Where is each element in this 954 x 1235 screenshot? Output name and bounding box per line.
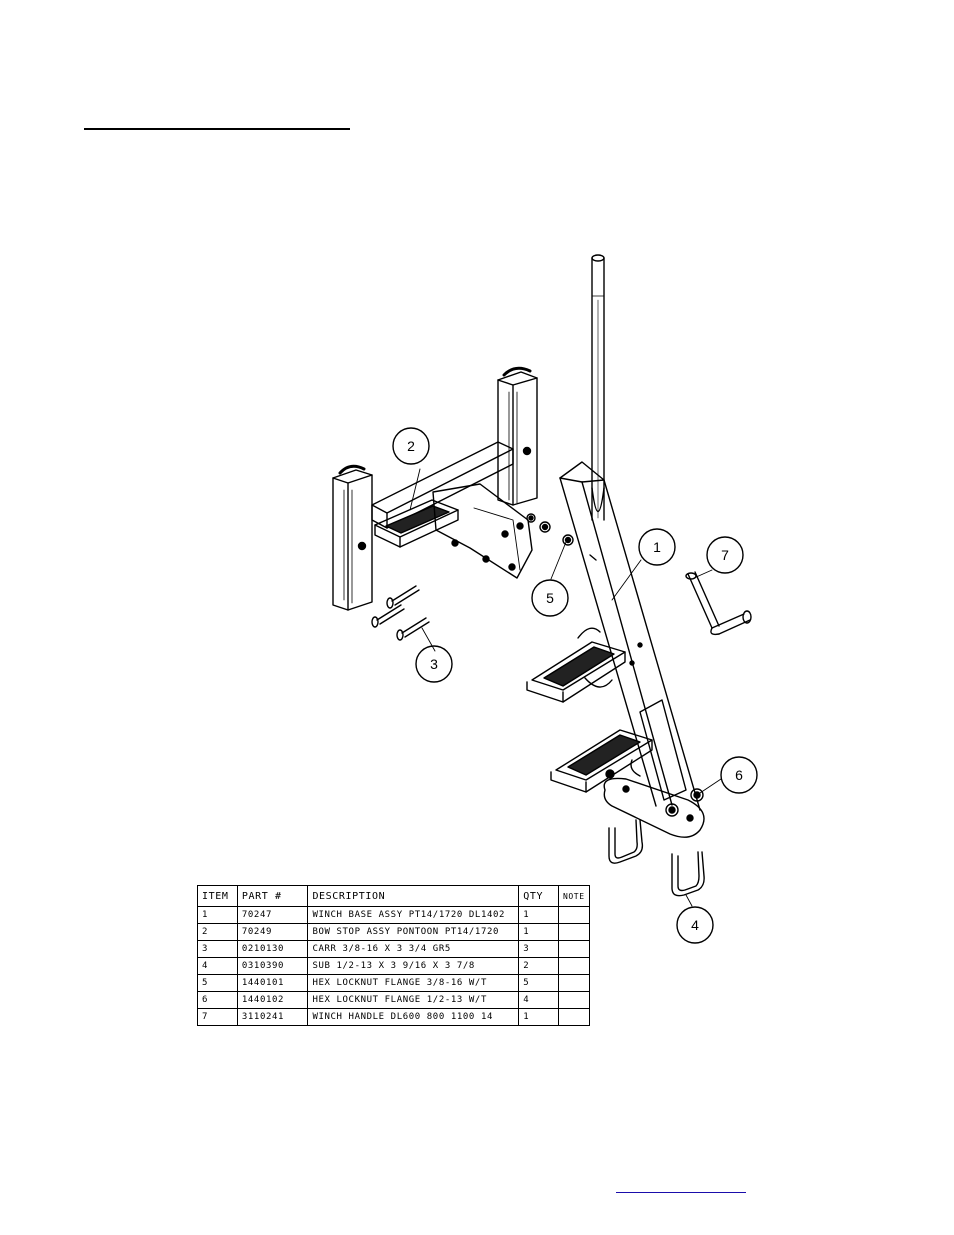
cell-qty: 5: [518, 974, 559, 992]
balloon-6: 6: [720, 756, 758, 794]
cell-description: BOW STOP ASSY PONTOON PT14/1720: [307, 923, 520, 941]
cell-note: [557, 940, 591, 958]
winch-handle: [685, 571, 752, 636]
table-row: 7 3110241 WINCH HANDLE DL600 800 1100 14…: [197, 1008, 591, 1026]
cell-description: HEX LOCKNUT FLANGE 1/2-13 W/T: [307, 991, 520, 1009]
cell-note: [557, 1008, 591, 1026]
balloon-3: 3: [415, 645, 453, 683]
balloon-7: 7: [706, 536, 744, 574]
cell-part: 0210130: [236, 940, 309, 958]
cell-part: 70249: [236, 923, 309, 941]
u-bolts: [608, 819, 705, 897]
cell-qty: 1: [518, 906, 559, 924]
cell-description: HEX LOCKNUT FLANGE 3/8-16 W/T: [307, 974, 520, 992]
cell-qty: 1: [518, 1008, 559, 1026]
svg-text:2: 2: [407, 438, 415, 454]
svg-text:1: 1: [653, 539, 661, 555]
bow-stop-assembly: [332, 366, 538, 611]
cell-part: 1440101: [236, 974, 309, 992]
svg-text:4: 4: [691, 917, 699, 933]
cell-qty: 1: [518, 923, 559, 941]
balloon-1: 1: [638, 528, 676, 566]
cell-description: SUB 1/2-13 X 3 9/16 X 3 7/8: [307, 957, 520, 975]
cell-item: 1: [197, 906, 238, 924]
parts-list-table: ITEM PART # DESCRIPTION QTY NOTE 1 70247…: [197, 885, 591, 1026]
balloon-2: 2: [392, 427, 430, 465]
cell-part: 0310390: [236, 957, 309, 975]
cell-part: 70247: [236, 906, 309, 924]
cell-description: WINCH HANDLE DL600 800 1100 14: [307, 1008, 520, 1026]
header-qty: QTY: [518, 885, 559, 907]
cell-item: 7: [197, 1008, 238, 1026]
hex-locknut-1-2: [690, 788, 704, 802]
cell-part: 3110241: [236, 1008, 309, 1026]
table-row: 3 0210130 CARR 3/8-16 X 3 3/4 GR5 3: [197, 940, 591, 958]
table-row: 4 0310390 SUB 1/2-13 X 3 9/16 X 3 7/8 2: [197, 957, 591, 975]
title-underline: [84, 128, 350, 130]
cell-note: [557, 923, 591, 941]
cell-item: 2: [197, 923, 238, 941]
cell-note: [557, 991, 591, 1009]
leader-lines: [409, 468, 722, 907]
cell-qty: 2: [518, 957, 559, 975]
svg-text:6: 6: [735, 767, 743, 783]
balloon-5: 5: [531, 579, 569, 617]
cell-item: 6: [197, 991, 238, 1009]
cell-item: 4: [197, 957, 238, 975]
header-description: DESCRIPTION: [307, 885, 520, 907]
cell-description: CARR 3/8-16 X 3 3/4 GR5: [307, 940, 520, 958]
balloon-4: 4: [676, 906, 714, 944]
header-part: PART #: [236, 885, 309, 907]
carriage-bolts: [371, 585, 430, 641]
svg-text:5: 5: [546, 590, 554, 606]
cell-note: [557, 974, 591, 992]
cell-item: 3: [197, 940, 238, 958]
cell-qty: 4: [518, 991, 559, 1009]
svg-text:3: 3: [430, 656, 438, 672]
cell-qty: 3: [518, 940, 559, 958]
header-note: NOTE: [557, 885, 591, 907]
table-row: 1 70247 WINCH BASE ASSY PT14/1720 DL1402…: [197, 906, 591, 924]
footer-link-underline[interactable]: [616, 1192, 746, 1193]
cell-part: 1440102: [236, 991, 309, 1009]
cell-description: WINCH BASE ASSY PT14/1720 DL1402: [307, 906, 520, 924]
svg-text:7: 7: [721, 547, 729, 563]
cell-note: [557, 957, 591, 975]
cell-note: [557, 906, 591, 924]
header-item: ITEM: [197, 885, 238, 907]
table-header-row: ITEM PART # DESCRIPTION QTY NOTE: [197, 885, 591, 907]
winch-base-assembly: [526, 254, 705, 838]
cell-item: 5: [197, 974, 238, 992]
table-row: 5 1440101 HEX LOCKNUT FLANGE 3/8-16 W/T …: [197, 974, 591, 992]
table-row: 2 70249 BOW STOP ASSY PONTOON PT14/1720 …: [197, 923, 591, 941]
hex-locknuts-3-8: [526, 513, 574, 546]
table-row: 6 1440102 HEX LOCKNUT FLANGE 1/2-13 W/T …: [197, 991, 591, 1009]
